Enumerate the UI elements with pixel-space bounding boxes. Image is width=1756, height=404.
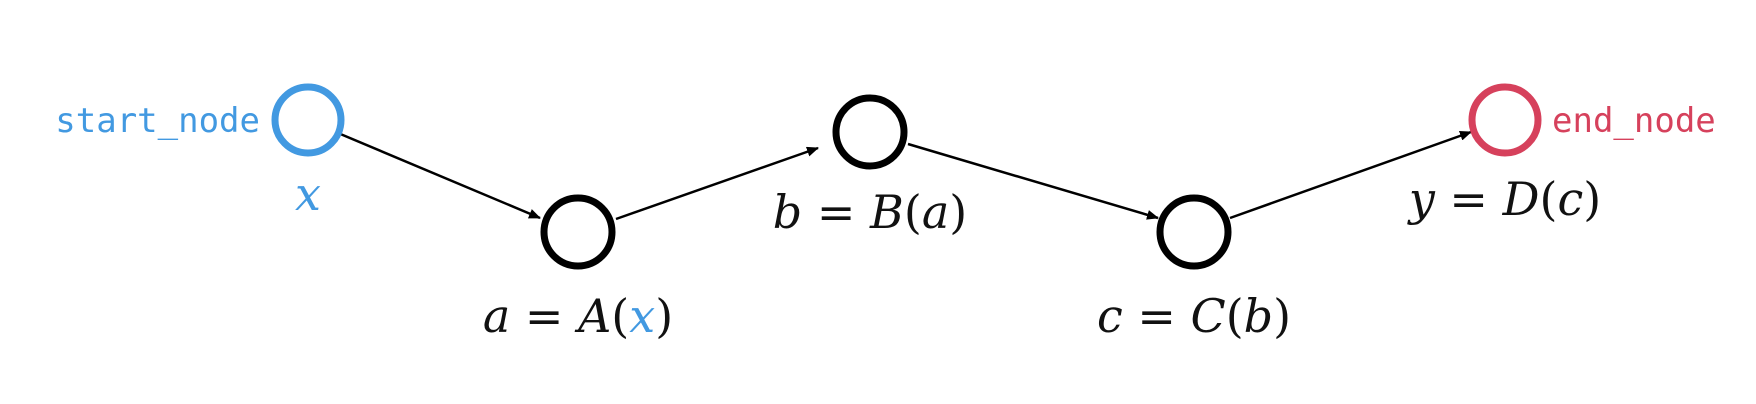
start-node xyxy=(271,83,345,157)
node-a xyxy=(540,194,616,270)
formula-y-arg: c xyxy=(1557,172,1583,226)
formula-b-fn: B xyxy=(869,185,904,239)
formula-c-eq: = xyxy=(1123,289,1191,343)
formula-b-close: ) xyxy=(949,185,967,239)
start-node-label: start_node xyxy=(55,101,260,141)
formula-b-lhs: b xyxy=(773,185,802,239)
formula-c-lhs: c xyxy=(1097,289,1123,343)
end-node xyxy=(1468,83,1542,157)
formula-a-eq: = xyxy=(510,289,578,343)
formula-y-fn: D xyxy=(1502,172,1540,226)
nodes xyxy=(271,83,1542,270)
edge-b-to-c xyxy=(907,142,1159,220)
formula-x: x xyxy=(295,167,321,221)
formula-c-arg: b xyxy=(1244,289,1273,343)
formula-b-eq: = xyxy=(802,185,870,239)
node-b xyxy=(832,94,908,170)
formula-a-lhs: a xyxy=(483,289,510,343)
edge-c-to-end xyxy=(1229,130,1472,220)
node-c xyxy=(1156,194,1232,270)
formula-y-open: ( xyxy=(1540,172,1558,226)
formula-c-close: ) xyxy=(1273,289,1291,343)
edges xyxy=(337,130,1472,221)
edge-a-to-b xyxy=(615,146,819,221)
formula-c-fn: C xyxy=(1191,289,1226,343)
formula-c: c = C(b) xyxy=(1097,289,1291,343)
formula-a-open: ( xyxy=(611,289,629,343)
formula-a-close: ) xyxy=(655,289,673,343)
formula-y-lhs: y xyxy=(1407,172,1436,226)
formula-y: y = D(c) xyxy=(1407,172,1601,226)
formula-b-open: ( xyxy=(904,185,922,239)
formula-a-arg: x xyxy=(629,289,655,343)
edge-start-to-a xyxy=(337,131,541,220)
formula-a-fn: A xyxy=(574,289,611,343)
formula-a: a = A(x) xyxy=(483,289,673,343)
formula-b: b = B(a) xyxy=(773,185,967,239)
end-node-label: end_node xyxy=(1552,101,1716,141)
formula-y-close: ) xyxy=(1583,172,1601,226)
formula-b-arg: a xyxy=(922,185,949,239)
formula-y-eq: = xyxy=(1435,172,1503,226)
formula-c-open: ( xyxy=(1226,289,1244,343)
